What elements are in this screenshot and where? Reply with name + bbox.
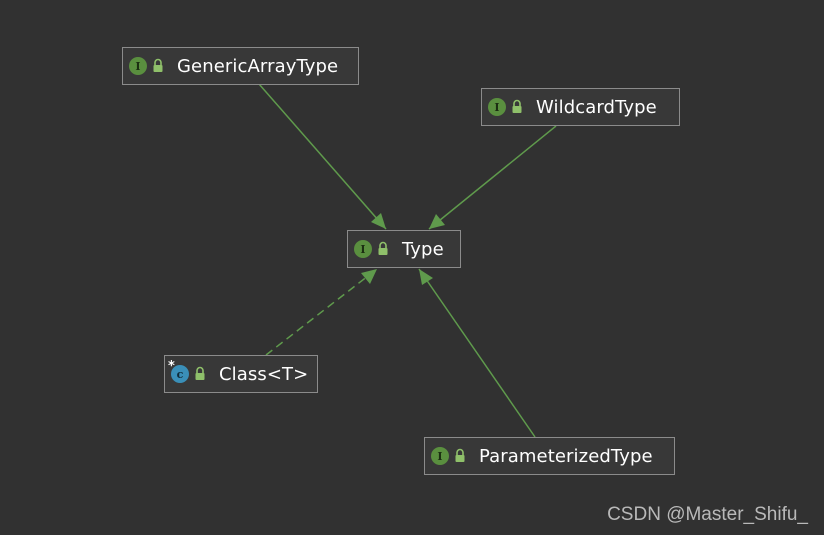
arrowhead-class-t xyxy=(361,269,377,284)
node-label: GenericArrayType xyxy=(177,55,339,77)
arrowhead-generic-array-type xyxy=(371,213,386,229)
static-marker-icon: * xyxy=(168,359,175,374)
node-label: WildcardType xyxy=(536,96,657,118)
node-class-t[interactable]: * c Class<T> xyxy=(164,355,318,393)
edge-generic-array-type-to-type xyxy=(258,83,387,230)
interface-icon: I xyxy=(129,57,147,75)
lock-icon xyxy=(152,58,164,74)
lock-icon xyxy=(377,241,389,257)
node-label: Class<T> xyxy=(219,363,309,385)
lock-icon xyxy=(454,448,466,464)
interface-icon: I xyxy=(431,447,449,465)
class-icon: * c xyxy=(168,359,189,383)
arrowhead-wildcard-type xyxy=(429,214,445,229)
arrowhead-parameterized-type xyxy=(419,269,433,285)
lock-icon xyxy=(194,366,206,382)
class-icon-glyph: c xyxy=(176,367,184,381)
node-type[interactable]: I Type xyxy=(347,230,461,268)
lock-icon xyxy=(511,99,523,115)
node-parameterized-type[interactable]: I ParameterizedType xyxy=(424,437,675,475)
edge-parameterized-type-to-type xyxy=(418,268,536,438)
edge-wildcard-type-to-type xyxy=(428,125,557,230)
node-label: Type xyxy=(402,238,444,260)
node-wildcard-type[interactable]: I WildcardType xyxy=(481,88,680,126)
node-label: ParameterizedType xyxy=(479,445,653,467)
node-generic-array-type[interactable]: I GenericArrayType xyxy=(122,47,359,85)
edge-class-t-to-type xyxy=(265,268,378,356)
interface-icon: I xyxy=(354,240,372,258)
watermark-text: CSDN @Master_Shifu_ xyxy=(607,504,808,525)
interface-icon: I xyxy=(488,98,506,116)
